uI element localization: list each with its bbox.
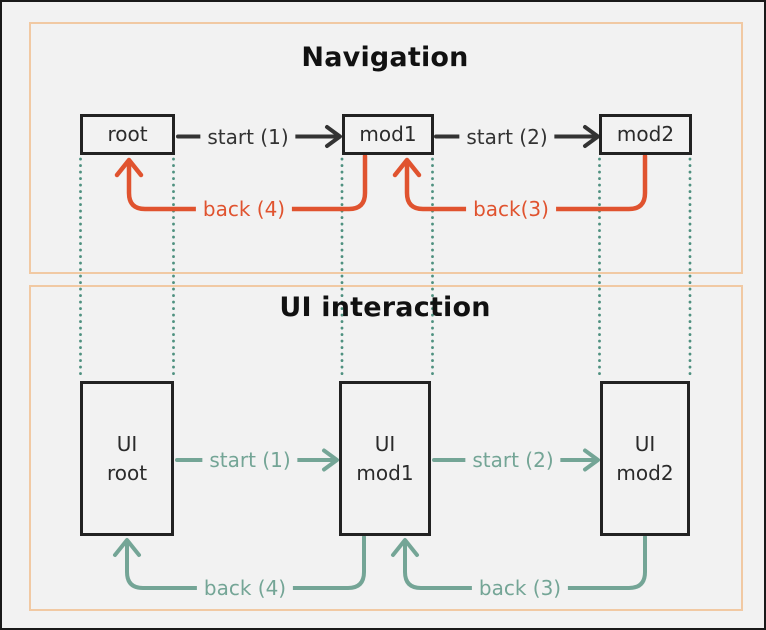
nav-node-root-label: root (107, 122, 148, 147)
nav-node-mod2-label: mod2 (616, 122, 675, 147)
ui-interaction-panel (29, 285, 743, 611)
ui-node-mod2-line1: UI (634, 432, 656, 457)
navigation-panel (29, 22, 743, 274)
nav-node-mod1-label: mod1 (359, 122, 417, 147)
nav-node-root: root (80, 114, 175, 155)
ui-node-mod2-line2: mod2 (616, 460, 674, 485)
ui-node-mod1: UI mod1 (339, 381, 431, 536)
ui-node-mod1-line2: mod1 (356, 460, 414, 485)
nav-back-3-label: back(3) (466, 197, 556, 221)
ui-start-2-label: start (2) (465, 448, 561, 472)
ui-node-mod2: UI mod2 (600, 381, 690, 536)
nav-node-mod2: mod2 (599, 114, 692, 155)
ui-node-root: UI root (80, 381, 174, 536)
ui-back-4-label: back (4) (196, 576, 294, 600)
nav-node-mod1: mod1 (342, 114, 434, 155)
nav-back-4-label: back (4) (195, 197, 293, 221)
ui-interaction-title: UI interaction (279, 292, 491, 323)
ui-back-3-label: back (3) (471, 576, 569, 600)
nav-start-2-label: start (2) (459, 125, 555, 149)
navigation-title: Navigation (301, 42, 469, 73)
ui-node-mod1-line1: UI (374, 432, 396, 457)
nav-start-1-label: start (1) (200, 125, 296, 149)
ui-start-1-label: start (1) (202, 448, 298, 472)
ui-node-root-line2: root (106, 460, 148, 485)
ui-node-root-line1: UI (116, 432, 138, 457)
